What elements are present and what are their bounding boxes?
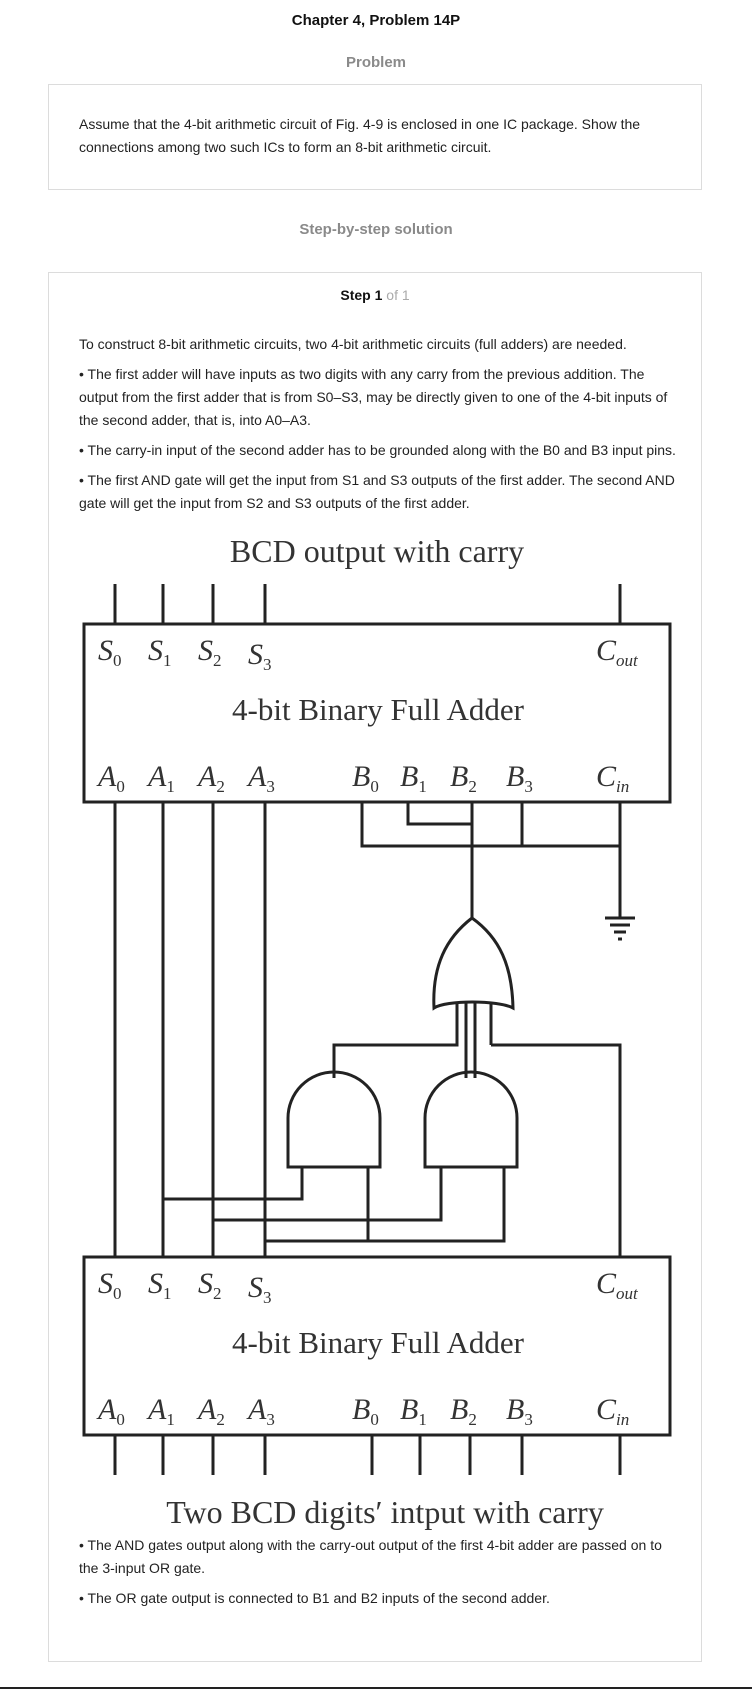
solution-box: Step 1 of 1 To construct 8-bit arithmeti… — [48, 272, 702, 1662]
bottom-rule — [0, 1687, 752, 1689]
step-total: of 1 — [386, 287, 410, 303]
problem-box: Assume that the 4-bit arithmetic circuit… — [48, 84, 702, 190]
paragraph: • The AND gates output along with the ca… — [79, 1537, 662, 1576]
paragraphs-after: • The AND gates output along with the ca… — [79, 1534, 679, 1617]
paragraph: To construct 8-bit arithmetic circuits, … — [79, 336, 627, 352]
paragraphs-before: To construct 8-bit arithmetic circuits, … — [79, 333, 679, 522]
solution-heading: Step-by-step solution — [299, 221, 453, 238]
step-number: 1 — [374, 287, 383, 303]
step-word: Step — [340, 287, 371, 303]
paragraph: • The first AND gate will get the input … — [79, 472, 675, 511]
paragraph: • The OR gate output is connected to B1 … — [79, 1590, 550, 1606]
paragraph: • The carry-in input of the second adder… — [79, 442, 676, 458]
step-indicator: Step 1 of 1 — [49, 287, 701, 303]
problem-text: Assume that the 4-bit arithmetic circuit… — [79, 116, 641, 155]
page-title: Chapter 4, Problem 14P — [291, 12, 461, 29]
problem-heading: Problem — [345, 54, 406, 71]
paragraph: • The first adder will have inputs as tw… — [79, 366, 668, 428]
